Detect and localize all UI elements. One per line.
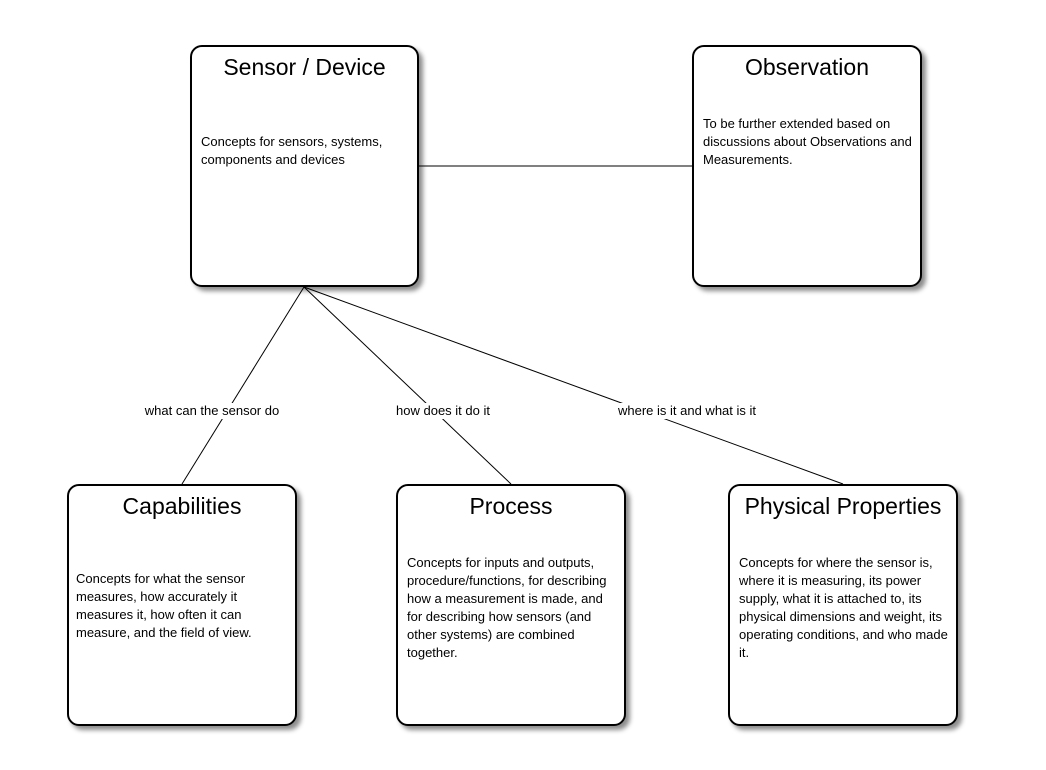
- node-description: Concepts for what the sensor measures, h…: [76, 571, 252, 640]
- capabilities-node[interactable]: Capabilities Concepts for what the senso…: [67, 484, 297, 726]
- node-description: Concepts for where the sensor is, where …: [739, 555, 948, 660]
- node-title: Physical Properties: [744, 493, 942, 519]
- observation-node[interactable]: Observation To be further extended based…: [692, 45, 922, 287]
- edge-label-capabilities: what can the sensor do: [140, 403, 284, 419]
- node-title: Process: [469, 493, 553, 519]
- sensor-device-node[interactable]: Sensor / Device Concepts for sensors, sy…: [190, 45, 419, 287]
- node-title: Observation: [744, 54, 869, 80]
- edge-sensor-capabilities: [181, 286, 305, 485]
- edge-label-process: how does it do it: [392, 403, 494, 419]
- edge-sensor-process: [303, 286, 512, 485]
- node-title: Capabilities: [122, 493, 242, 519]
- edge-label-physical: where is it and what is it: [613, 403, 761, 419]
- node-description: To be further extended based on discussi…: [703, 116, 912, 167]
- node-description: Concepts for sensors, systems, component…: [201, 134, 383, 167]
- node-title: Sensor / Device: [223, 54, 386, 80]
- process-node[interactable]: Process Concepts for inputs and outputs,…: [396, 484, 626, 726]
- node-description: Concepts for inputs and outputs, procedu…: [407, 555, 607, 660]
- edge-sensor-physical: [303, 286, 844, 485]
- physical-properties-node[interactable]: Physical Properties Concepts for where t…: [728, 484, 958, 726]
